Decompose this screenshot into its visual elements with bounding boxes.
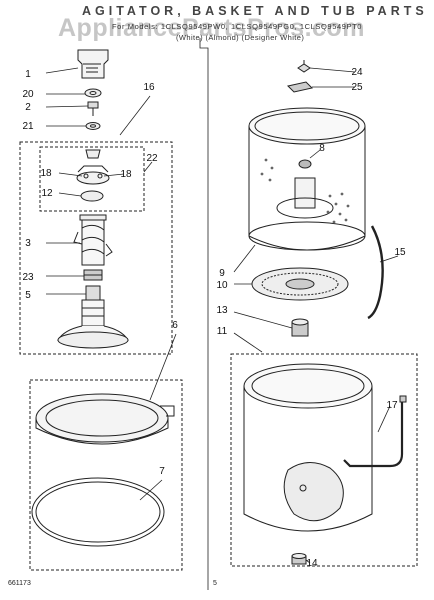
callout-18: 18 — [40, 168, 52, 179]
leader-line — [45, 105, 89, 108]
plug-part-14 — [291, 553, 307, 565]
group-16-box — [19, 141, 173, 355]
callout-25: 25 — [351, 82, 363, 93]
leader-line — [45, 67, 79, 74]
spring-part-23 — [83, 269, 103, 281]
leader-line — [103, 173, 125, 177]
wash-basket-part-9 — [248, 107, 366, 251]
diagram-title: AGITATOR, BASKET AND TUB PARTS — [82, 4, 428, 18]
callout-17: 17 — [386, 400, 398, 411]
callout-13: 13 — [216, 305, 228, 316]
callout-14: 14 — [306, 558, 318, 569]
page-number: 5 — [213, 580, 217, 587]
group-22-box — [39, 146, 145, 212]
callout-9: 9 — [219, 268, 225, 279]
hose-part-15 — [367, 225, 384, 320]
nut-part-24 — [297, 60, 311, 73]
callout-6: 6 — [172, 320, 178, 331]
color-variants: (White) (Almond) (Designer White) — [176, 33, 305, 42]
washer-part-21 — [85, 122, 101, 130]
leader-line — [379, 255, 399, 263]
agitator-cap-part-1 — [77, 49, 109, 79]
leader-line — [119, 95, 151, 136]
seal-part-20 — [84, 88, 102, 98]
diagram-code: 661173 — [8, 580, 31, 587]
agitator-base-part-5 — [57, 285, 129, 349]
leader-line — [233, 311, 293, 329]
callout-10: 10 — [216, 280, 228, 291]
leader-line — [233, 244, 256, 273]
clip-part-25 — [287, 81, 313, 93]
watermark: AppliancePartsPros.com — [58, 14, 365, 42]
callout-20: 20 — [22, 89, 34, 100]
tub-ring-part-6 — [35, 393, 175, 445]
callout-1: 1 — [25, 69, 31, 80]
group-11-box — [230, 353, 418, 567]
model-numbers: For Models: 1CLSQ9549PW0, 1CLSQ9549PG0, … — [112, 22, 363, 31]
leader-line — [139, 479, 163, 501]
callout-3: 3 — [25, 238, 31, 249]
bolt-part-2 — [87, 101, 99, 116]
header-connector — [199, 38, 209, 590]
outer-tub-part-11 — [243, 363, 373, 532]
leader-line — [309, 67, 356, 73]
callout-2: 2 — [25, 102, 31, 113]
pipe-part-17 — [343, 400, 404, 468]
leader-line — [233, 332, 263, 353]
callout-22: 22 — [146, 153, 158, 164]
callout-18: 18 — [120, 169, 132, 180]
callout-8: 8 — [319, 143, 325, 154]
callout-24: 24 — [351, 67, 363, 78]
callout-5: 5 — [25, 290, 31, 301]
callout-7: 7 — [159, 466, 165, 477]
callout-23: 23 — [22, 272, 34, 283]
callout-16: 16 — [143, 82, 155, 93]
callout-21: 21 — [22, 121, 34, 132]
tub-gasket-part-7 — [31, 477, 165, 547]
agitator-dogs-part-18 — [76, 149, 110, 185]
callout-12: 12 — [41, 188, 53, 199]
callout-15: 15 — [394, 247, 406, 258]
leader-line — [309, 149, 321, 159]
auger-part-3 — [73, 214, 113, 266]
leader-line — [143, 161, 153, 173]
basket-drive-part-10 — [251, 267, 349, 301]
leader-line — [58, 172, 83, 177]
group-6-box — [29, 379, 183, 571]
callout-11: 11 — [217, 326, 228, 337]
hub-part-13 — [291, 318, 309, 337]
leader-line — [305, 559, 311, 564]
leader-line — [149, 333, 177, 401]
leader-line — [377, 405, 391, 433]
cam-part-12 — [80, 190, 104, 202]
leader-line — [58, 192, 82, 197]
